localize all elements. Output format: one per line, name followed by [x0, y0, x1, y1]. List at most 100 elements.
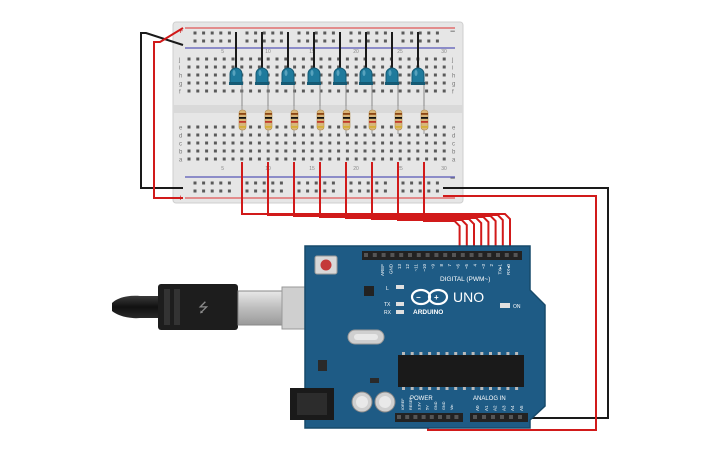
rail-hole [314, 39, 318, 43]
rail-hole [323, 39, 327, 43]
rail-hole [202, 39, 206, 43]
rail-hole [358, 181, 362, 185]
breadboard-hole [293, 73, 297, 77]
breadboard-hole [407, 149, 411, 153]
breadboard-hole [231, 133, 235, 137]
rail-hole [262, 31, 266, 35]
breadboard-hole [407, 65, 411, 69]
breadboard-hole [301, 81, 305, 85]
breadboard-hole [222, 73, 226, 77]
row-letter: f [179, 90, 181, 96]
breadboard-hole [328, 73, 332, 77]
rail-hole [418, 31, 422, 35]
reset-button-cap[interactable] [320, 259, 332, 271]
breadboard-hole [442, 141, 446, 145]
digital-pin-label: 12 [405, 264, 410, 270]
brand-label: ARDUINO [413, 309, 443, 316]
breadboard-hole [328, 65, 332, 69]
row-letter: j [451, 58, 453, 64]
breadboard-hole [284, 125, 288, 129]
breadboard-hole [257, 157, 261, 161]
breadboard-hole [275, 125, 279, 129]
chip-pin [480, 387, 484, 390]
rail-hole [227, 31, 231, 35]
breadboard-hole [416, 89, 420, 93]
led-tx-label: TX [384, 302, 391, 308]
power-pin [429, 415, 434, 419]
breadboard-hole [381, 157, 385, 161]
breadboard-hole [205, 57, 209, 61]
breadboard-hole [354, 141, 358, 145]
digital-pin-label: TX▸1 [498, 264, 503, 275]
column-number: 15 [309, 166, 315, 172]
breadboard-hole [407, 57, 411, 61]
breadboard-hole [213, 149, 217, 153]
rail-hole [331, 181, 335, 185]
column-number: 30 [441, 166, 447, 172]
led-tx-indicator [396, 302, 404, 306]
rail-hole [262, 189, 266, 193]
chip-pin [454, 387, 458, 390]
row-letter: a [452, 158, 456, 164]
breadboard-hole [205, 89, 209, 93]
rail-hole [401, 189, 405, 193]
digital-header [362, 251, 522, 260]
breadboard-hole [381, 65, 385, 69]
analog-pin [500, 415, 504, 419]
rail-hole [366, 31, 370, 35]
breadboard-hole [213, 89, 217, 93]
crystal-top [354, 334, 378, 340]
rail-hole [306, 39, 310, 43]
breadboard-hole [398, 141, 402, 145]
rail-hole [358, 31, 362, 35]
power-label: POWER [410, 396, 433, 402]
rail-hole [254, 189, 258, 193]
signal-wire [293, 162, 497, 255]
breadboard-hole [240, 149, 244, 153]
breadboard-hole [196, 157, 200, 161]
rail-hole [279, 31, 283, 35]
svg-text:+: + [434, 293, 439, 302]
breadboard-hole [187, 133, 191, 137]
breadboard-hole [425, 133, 429, 137]
digital-pin-label: ~11 [414, 264, 419, 272]
breadboard-hole [398, 57, 402, 61]
breadboard-hole [213, 141, 217, 145]
breadboard-hole [319, 141, 323, 145]
row-letter: f [452, 90, 454, 96]
breadboard-hole [249, 141, 253, 145]
breadboard-hole [257, 149, 261, 153]
rail-hole [375, 31, 379, 35]
breadboard-hole [257, 89, 261, 93]
digital-pin-label: ~9 [430, 264, 435, 270]
rail-hole [306, 181, 310, 185]
digital-pin-label: ~6 [456, 264, 461, 270]
signal-wires [241, 162, 511, 255]
breadboard-hole [196, 65, 200, 69]
breadboard-hole [433, 141, 437, 145]
breadboard-hole [416, 125, 420, 129]
rail-hole [306, 189, 310, 193]
breadboard-hole [293, 133, 297, 137]
power-pin [405, 415, 410, 419]
breadboard-hole [354, 57, 358, 61]
breadboard-hole [398, 73, 402, 77]
breadboard-hole [319, 133, 323, 137]
power-pin [454, 415, 459, 419]
breadboard-hole [196, 125, 200, 129]
row-letter: e [179, 126, 183, 132]
chip-pin [515, 352, 519, 355]
breadboard-hole [389, 141, 393, 145]
rail-hole [193, 39, 197, 43]
breadboard-hole [249, 149, 253, 153]
breadboard-hole [187, 125, 191, 129]
breadboard-hole [345, 73, 349, 77]
breadboard-hole [328, 149, 332, 153]
chip-pin [428, 387, 432, 390]
breadboard-hole [187, 57, 191, 61]
breadboard-hole [407, 89, 411, 93]
breadboard-hole [319, 89, 323, 93]
chip-pin [480, 352, 484, 355]
breadboard-hole [187, 141, 191, 145]
rail-hole [331, 31, 335, 35]
